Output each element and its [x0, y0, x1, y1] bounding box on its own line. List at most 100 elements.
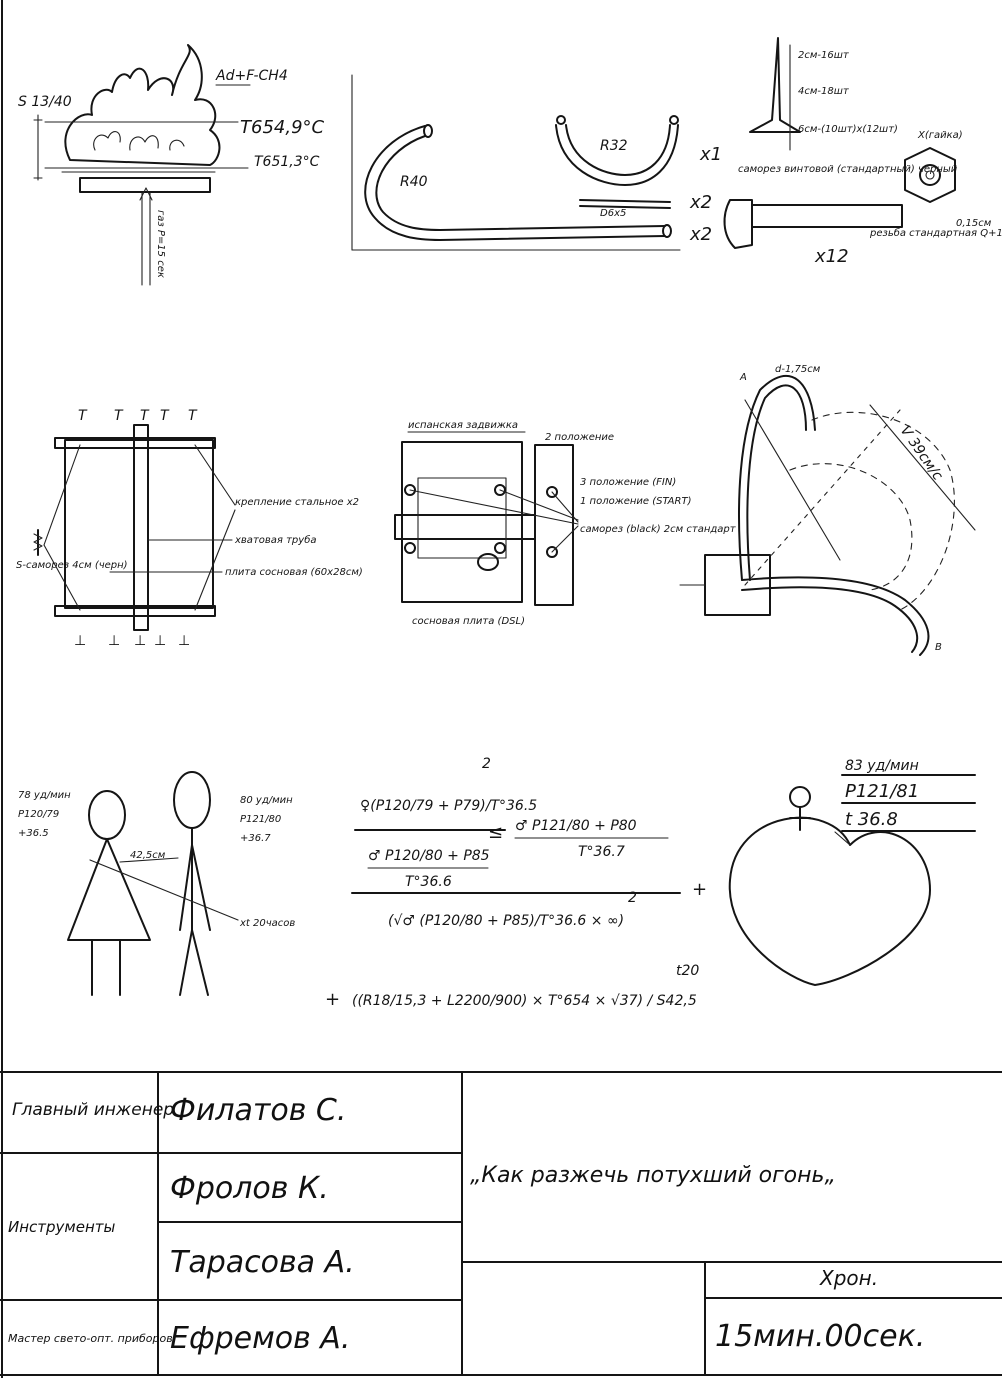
latch-sketch: испанская задвижка 2 положение 3 положен…: [394, 420, 737, 627]
bolt-thread: [751, 204, 903, 228]
drawing-title: „Как разжечь потухший огонь„: [470, 1163, 836, 1188]
latch-knob: [477, 553, 499, 571]
svg-text:T: T: [114, 408, 124, 424]
radius-large-label: R40: [400, 174, 428, 190]
frame-mount-label: крепление стальное x2: [235, 497, 359, 508]
svg-text:⊥: ⊥: [108, 633, 120, 649]
formula-mid-numerator: ♂ P120/80 + P85: [368, 848, 490, 864]
rod-short: [579, 199, 671, 203]
name-chief-engineer: Филатов С.: [170, 1093, 346, 1128]
burner-plate: [79, 177, 211, 193]
latch-strike: [534, 444, 574, 606]
female-head: [88, 790, 126, 840]
frame-pipe-label: хватовая труба: [234, 534, 316, 546]
flame-sketch: S 13/40 Ad+F-CH4 T654,9°C T651,3°C газ P…: [18, 44, 325, 286]
latch-plate-label: сосновая плита (DSL): [412, 616, 525, 627]
screw-len-6: 6см-(10шт)x(12шт): [798, 124, 898, 135]
male-head: [173, 771, 211, 829]
nut-label: X(гайка): [917, 130, 963, 141]
svg-text:T: T: [188, 408, 198, 424]
figures-sketch: 78 уд/мин P120/79 +36.5 42,5см 80 уд/мин…: [18, 771, 295, 996]
latch-pos3: 3 положение (FIN): [580, 477, 676, 488]
flame-icon: [64, 44, 221, 166]
svg-text:T: T: [160, 408, 170, 424]
velocity-label: V 39см/с: [897, 423, 946, 484]
latch-top-label: испанская задвижка: [408, 420, 518, 431]
bolt-qty: x12: [814, 246, 849, 267]
pipe-small-arc: [555, 124, 679, 186]
time-label: xt 20часов: [239, 918, 295, 929]
formula-right-denominator: T°36.7: [578, 844, 625, 860]
formula-top-numerator: ♀(P120/79 + P79)/T°36.5: [360, 798, 537, 814]
svg-text:T: T: [140, 408, 150, 424]
formula-bottom-root: (√♂ (P120/80 + P85)/T°36.6 × ∞): [388, 913, 624, 929]
name-tools-1: Фролов К.: [170, 1171, 329, 1206]
latch-body: [401, 441, 523, 603]
formula-plus: +: [692, 879, 707, 900]
flame-formula: Ad+F-CH4: [215, 68, 288, 84]
svg-text:⊥: ⊥: [154, 633, 166, 649]
formula-tail: ((R18/15,3 + L2200/900) × T°654 × √37) /…: [352, 993, 697, 1009]
time-label-stamp: Хрон.: [819, 1266, 878, 1290]
heart-pressure: P121/81: [845, 781, 919, 802]
radius-small-label: R32: [600, 138, 628, 154]
her-pulse: 78 уд/мин: [18, 790, 71, 801]
frame-t-marks: T T T T T: [78, 408, 198, 424]
latch-pos2: 2 положение: [545, 432, 614, 443]
svg-text:⊥: ⊥: [74, 633, 86, 649]
formula-right-side: ♂ P121/80 + P80: [515, 818, 637, 834]
arc-motion-sketch: A d-1,75см V 39см/с B: [679, 364, 976, 656]
swing-pipe: [738, 374, 816, 581]
flame-temp-bottom: T651,3°C: [254, 154, 320, 170]
thread-label: резьба стандартная Q+12(PHB): [869, 227, 1002, 239]
qty-arc: x1: [699, 144, 722, 165]
female-dress: [67, 838, 151, 941]
love-formula: ♀(P120/79 + P79)/T°36.5 2 ≤ ♂ P121/80 + …: [325, 756, 707, 1010]
formula-tail-exponent: t20: [676, 963, 699, 979]
gas-pipe-label: газ P=15 сек: [155, 210, 166, 278]
his-pressure: P121/80: [240, 814, 281, 825]
formula-bottom-exponent: 2: [628, 890, 637, 906]
role-chief-engineer: Главный инженер: [12, 1100, 174, 1120]
rod-label: D6x5: [600, 208, 626, 219]
distance-label: 42,5см: [130, 850, 166, 861]
pipes-sketch: R40 R32 D6x5 x1 x2 x2: [351, 74, 722, 251]
latch-screws: саморез (black) 2см стандарт: [580, 524, 737, 535]
frame-screw-label: S-саморез 4см (черн): [16, 560, 128, 571]
pine-plate: [64, 439, 214, 609]
svg-text:⊥: ⊥: [178, 633, 190, 649]
point-a: A: [739, 372, 747, 383]
flame-temp-top: T654,9°C: [240, 117, 325, 138]
qty-long-pipe: x2: [689, 224, 712, 245]
role-tools: Инструменты: [8, 1218, 116, 1236]
name-optics-master: Ефремов А.: [170, 1321, 350, 1356]
screw-title: саморез винтовой (стандартный) черный: [738, 164, 958, 175]
flame-area-label: S 13/40: [18, 94, 72, 110]
frame-sketch: T T T T T ⊥ ⊥ ⊥ ⊥ ⊥ S-саморез 4см (черн)…: [16, 408, 363, 649]
his-pulse: 80 уд/мин: [240, 795, 293, 806]
svg-text:⊥: ⊥: [134, 633, 146, 649]
her-temp: +36.5: [18, 828, 49, 839]
bolt-head: [723, 199, 753, 249]
wood-screw-icon: [749, 37, 801, 133]
point-b: B: [935, 642, 942, 653]
formula-tail-prefix: +: [325, 989, 340, 1010]
latch-pos1: 1 положение (START): [580, 496, 691, 507]
female-symbol-icon: [789, 786, 811, 808]
heart-temp: t 36.8: [845, 809, 898, 830]
his-temp: +36.7: [240, 833, 271, 844]
frame-bottom-marks: ⊥ ⊥ ⊥ ⊥ ⊥: [74, 633, 190, 649]
formula-lte: ≤: [488, 822, 503, 843]
nut-icon: [904, 147, 956, 203]
pipe-large-bend: [364, 125, 666, 241]
title-block: Главный инженер Филатов С. Инструменты Ф…: [0, 1071, 1002, 1376]
svg-text:T: T: [78, 408, 88, 424]
diameter-label: d-1,75см: [775, 364, 821, 375]
heart-pulse: 83 уд/мин: [845, 758, 919, 774]
heart-icon: [728, 816, 931, 986]
screws-sketch: 2см-16шт 4см-18шт 6см-(10шт)x(12шт) само…: [723, 37, 1002, 267]
handle-pipe: [133, 424, 149, 631]
nut-size: 0,15см: [956, 218, 992, 229]
